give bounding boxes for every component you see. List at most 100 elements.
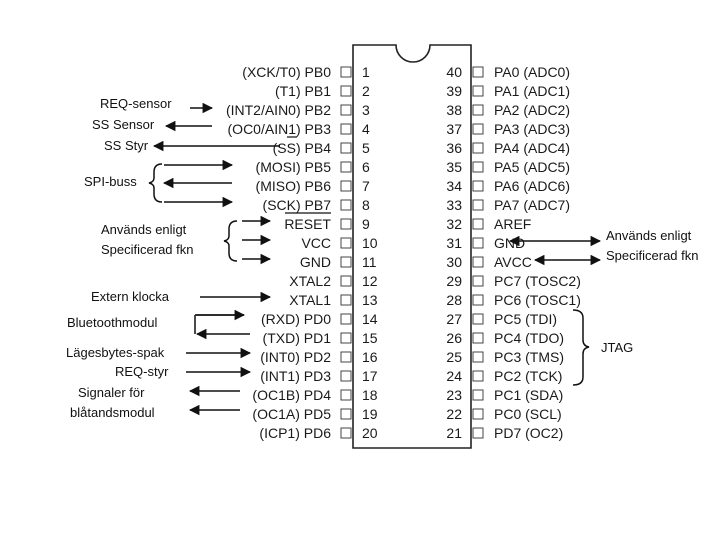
brace-jtag (572, 309, 590, 386)
pin-number: 32 (446, 216, 462, 232)
pin-label: PA4 (ADC4) (494, 140, 570, 156)
label-signaler-2: blåtandsmodul (70, 405, 155, 420)
pin-name: PD2 (304, 349, 331, 365)
pin-label: (INT0) PD2 (260, 349, 331, 365)
pin-alt: (SDA) (521, 387, 563, 403)
pin-alt: (ICP1) (259, 425, 303, 441)
pin-number: 39 (446, 83, 462, 99)
pin-number: 7 (362, 178, 370, 194)
pin-label: XTAL2 (289, 273, 331, 289)
pin-alt: (MISO) (256, 178, 305, 194)
pin-label: XTAL1 (289, 292, 331, 308)
pin-pad (472, 408, 484, 420)
pin-number: 8 (362, 197, 370, 213)
label-ss-styr: SS Styr (104, 138, 149, 153)
label-anvands-right-1: Används enligt (606, 228, 692, 243)
pin-number: 12 (362, 273, 378, 289)
pin-number: 17 (362, 368, 378, 384)
pin-label: (TXD) PD1 (263, 330, 332, 346)
pin-name: XTAL1 (289, 292, 331, 308)
pin-19: (OC1A) PD5 19 (252, 406, 377, 422)
pin-alt: (RXD) (261, 311, 304, 327)
label-lagesbytes: Lägesbytes-spak (66, 345, 165, 360)
pin-label: PA7 (ADC7) (494, 197, 570, 213)
pin-name: PB5 (305, 159, 332, 175)
pin-27: 27 PC5 (TDI) (446, 311, 557, 327)
label-anvands-right-2: Specificerad fkn (606, 248, 699, 263)
pin-alt: (SCL) (521, 406, 561, 422)
pin-pad (472, 389, 484, 401)
label-spi-buss: SPI-buss (84, 174, 137, 189)
pin-pad (472, 370, 484, 382)
pin-name: PD7 (494, 425, 521, 441)
pin-alt: (SS) (273, 140, 305, 156)
pin-number: 34 (446, 178, 462, 194)
pin-number: 31 (446, 235, 462, 251)
pin-name: PC3 (494, 349, 521, 365)
pin-alt: (ADC0) (519, 64, 570, 80)
pin-pad (340, 332, 352, 344)
pin-label: (MISO) PB6 (256, 178, 332, 194)
pin-alt: (MOSI) (256, 159, 305, 175)
pin-number: 3 (362, 102, 370, 118)
pin-number: 24 (446, 368, 462, 384)
pin-pad (340, 85, 352, 97)
pin-number: 15 (362, 330, 378, 346)
label-bluetooth: Bluetoothmodul (67, 315, 157, 330)
pin-pad (340, 237, 352, 249)
pin-alt: (OC0/AIN1) (228, 121, 305, 137)
pin-name: GND (300, 254, 331, 270)
pin-pad (340, 408, 352, 420)
pin-8: (SCK) PB7 8 (263, 197, 370, 213)
label-ss-sensor: SS Sensor (92, 117, 155, 132)
pin-alt: (XCK/T0) (242, 64, 304, 80)
pin-number: 11 (362, 254, 377, 270)
pin-pad (340, 351, 352, 363)
pin-number: 35 (446, 159, 462, 175)
pin-pad (472, 66, 484, 78)
pin-name: XTAL2 (289, 273, 331, 289)
pin-pad (472, 104, 484, 116)
pin-name: PD4 (304, 387, 331, 403)
pin-pad (340, 256, 352, 268)
label-anvands-left-1: Används enligt (101, 222, 187, 237)
pin-name: PB1 (305, 83, 332, 99)
pin-name: PD0 (304, 311, 331, 327)
pin-label: (MOSI) PB5 (256, 159, 332, 175)
pin-12: XTAL2 12 (289, 273, 378, 289)
pin-alt: (SCK) (263, 197, 305, 213)
pin-alt: (TDI) (521, 311, 557, 327)
pin-name: VCC (301, 235, 331, 251)
brace-spi (148, 163, 163, 203)
pin-pad (472, 237, 484, 249)
pin-number: 27 (446, 311, 462, 327)
pin-label: (OC1A) PD5 (252, 406, 331, 422)
pin-label: PC7 (TOSC2) (494, 273, 581, 289)
pin-alt: (OC2) (521, 425, 563, 441)
pin-label: (INT2/AIN0) PB2 (226, 102, 331, 118)
pin-name: PB7 (305, 197, 332, 213)
pin-label: (OC1B) PD4 (252, 387, 331, 403)
pin-alt: (ADC2) (519, 102, 570, 118)
pin-label: PC3 (TMS) (494, 349, 564, 365)
pin-name: PC4 (494, 330, 521, 346)
pin-pad (340, 218, 352, 230)
pin-number: 19 (362, 406, 378, 422)
pin-label: (SCK) PB7 (263, 197, 332, 213)
pin-label: (OC0/AIN1) PB3 (228, 121, 332, 137)
pin-name: PC5 (494, 311, 521, 327)
pin-name: PB0 (305, 64, 332, 80)
pin-label: GND (300, 254, 331, 270)
pin-label: PC6 (TOSC1) (494, 292, 581, 308)
